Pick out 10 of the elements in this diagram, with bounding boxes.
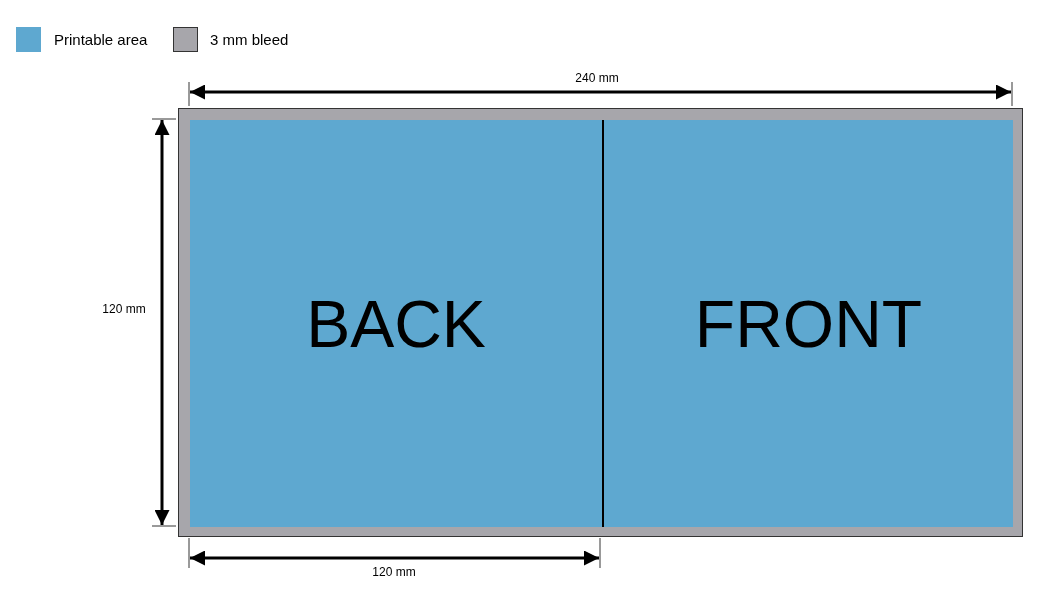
legend-label: Printable area (54, 31, 148, 48)
panel-title: FRONT (694, 285, 923, 362)
dimension-label: 240 mm (575, 71, 619, 85)
bleed-area (178, 108, 1023, 537)
printable-panel (602, 120, 1013, 527)
dimension-label: 120 mm (372, 565, 416, 579)
printable-panel (190, 120, 602, 527)
legend-label: 3 mm bleed (210, 31, 289, 48)
panel-title: BACK (306, 285, 486, 362)
dimension-label: 120 mm (102, 302, 146, 316)
